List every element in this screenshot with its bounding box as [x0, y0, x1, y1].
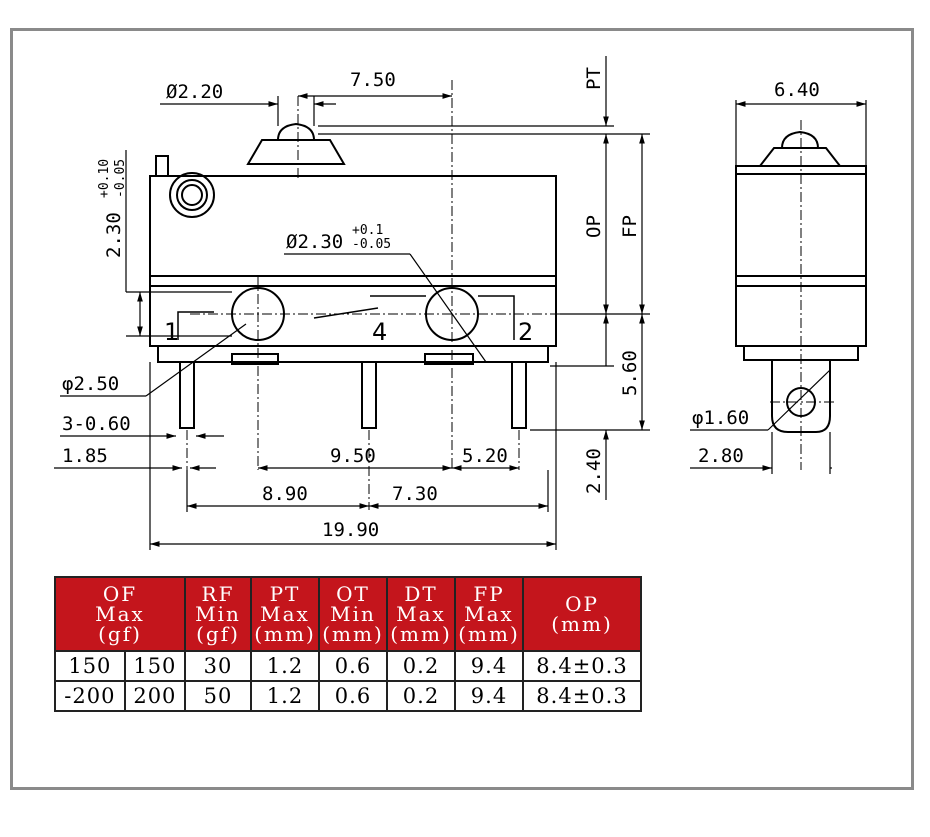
- header-of: OF Max (gf): [54, 576, 186, 652]
- header-ot: OT Min (mm): [318, 576, 388, 652]
- dim-length-total: 19.90: [322, 519, 379, 541]
- header-op: OP (mm): [522, 576, 642, 652]
- dim-fp: FP: [619, 215, 641, 238]
- dim-mount-tol-minus: -0.05: [352, 237, 391, 252]
- table-cell: 0.6: [318, 680, 388, 712]
- table-cell: 150: [54, 650, 126, 682]
- dim-pt: PT: [583, 67, 605, 90]
- dim-pin-width: 3-0.60: [62, 413, 131, 435]
- table-cell: 30: [184, 650, 252, 682]
- pin-label-4: 4: [372, 318, 387, 346]
- table-cell: 50: [184, 680, 252, 712]
- dim-height-tol-minus: -0.05: [113, 159, 128, 198]
- dim-side-hole: φ1.60: [692, 407, 749, 429]
- dim-pin-offset: 1.85: [62, 445, 108, 467]
- dim-mount-hole: Ø2.30: [286, 231, 343, 253]
- header-pt: PT Max (mm): [250, 576, 320, 652]
- dim-height-tol-plus: +0.10: [97, 159, 112, 198]
- dim-pin-tip: 2.40: [583, 448, 605, 494]
- table-cell: 0.6: [318, 650, 388, 682]
- table-cell: 9.4: [454, 680, 524, 712]
- table-cell: 0.2: [386, 680, 456, 712]
- pin-label-2: 2: [518, 318, 533, 346]
- dim-actuator-offset: 7.50: [350, 69, 396, 91]
- dim-mount-tol-plus: +0.1: [352, 223, 383, 238]
- table-cell: 1.2: [250, 650, 320, 682]
- dim-hole-dia: Ø2.20: [166, 81, 223, 103]
- header-dt: DT Max (mm): [386, 576, 456, 652]
- dim-pitch-890: 8.90: [262, 483, 308, 505]
- table-row: -200 200 50 1.2 0.6 0.2 9.4 8.4±0.3: [54, 680, 642, 712]
- dim-pitch-520: 5.20: [462, 445, 508, 467]
- dim-side-tab: 2.80: [698, 445, 744, 467]
- table-cell: 9.4: [454, 650, 524, 682]
- table-cell: 200: [123, 680, 187, 712]
- spec-header-row: OF Max (gf) RF Min (gf) PT Max (mm) OT M…: [54, 576, 642, 652]
- table-cell: -200: [54, 680, 126, 712]
- table-cell: 150: [123, 650, 187, 682]
- table-cell: 1.2: [250, 680, 320, 712]
- dim-pitch-730: 7.30: [392, 483, 438, 505]
- header-fp: FP Max (mm): [454, 576, 524, 652]
- dim-height-total: 2.30: [103, 212, 125, 258]
- table-cell: 0.2: [386, 650, 456, 682]
- dim-op: OP: [583, 215, 605, 238]
- switch-body: [149, 122, 557, 429]
- dim-phi-250: φ2.50: [62, 373, 119, 395]
- dim-side-width: 6.40: [774, 79, 820, 101]
- header-rf: RF Min (gf): [184, 576, 252, 652]
- pin-label-1: 1: [164, 318, 179, 346]
- dim-height-group: 2.30 +0.10 -0.05: [97, 159, 128, 258]
- spec-table: OF Max (gf) RF Min (gf) PT Max (mm) OT M…: [54, 576, 642, 712]
- dim-pitch-950: 9.50: [330, 445, 376, 467]
- dim-pin-height: 5.60: [619, 350, 641, 396]
- table-row: 150 150 30 1.2 0.6 0.2 9.4 8.4±0.3: [54, 650, 642, 682]
- table-cell: 8.4±0.3: [522, 680, 642, 712]
- table-cell: 8.4±0.3: [522, 650, 642, 682]
